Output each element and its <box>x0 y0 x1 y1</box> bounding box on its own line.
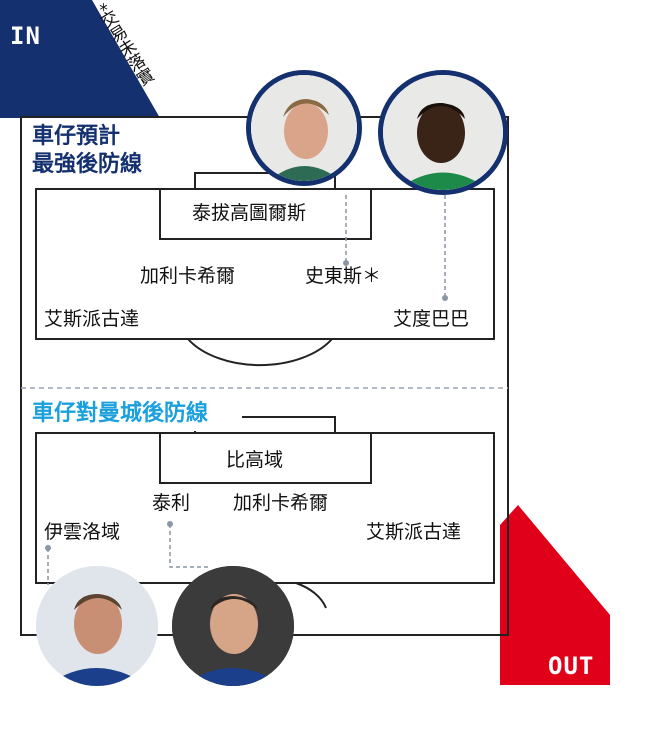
corner-in-triangle <box>0 0 160 118</box>
vs-city-title: 車仔對曼城後防線 <box>32 401 209 426</box>
player-photo-ivanovic-icon <box>36 566 158 686</box>
corner-in-label: IN <box>10 22 41 50</box>
projected-centre-player: 泰拔高圖爾斯 <box>192 202 307 224</box>
corner-out-triangle <box>500 505 610 685</box>
projected-title-line2: 最強後防線 <box>32 152 143 177</box>
projected-right-back: 艾度巴巴 <box>393 308 470 330</box>
vs-city-left-back: 伊雲洛域 <box>44 521 121 543</box>
projected-left-centre-back: 加利卡希爾 <box>140 265 236 287</box>
vs-city-centre-back-right: 加利卡希爾 <box>233 492 329 514</box>
projected-left-back: 艾斯派古達 <box>44 308 140 330</box>
corner-out-label: OUT <box>548 652 595 680</box>
projected-title-line1: 車仔預計 <box>32 124 121 149</box>
vs-city-centre-player: 比高域 <box>226 449 284 471</box>
projected-right-centre-back: 史東斯＊ <box>305 265 382 287</box>
vs-city-centre-back-left: 泰利 <box>152 492 191 514</box>
vs-city-right-back: 艾斯派古達 <box>366 521 462 543</box>
player-photo-terry-icon <box>172 566 294 686</box>
title-backing-bottom <box>22 397 242 431</box>
player-photo-stones-icon <box>246 70 362 186</box>
title-backing-top <box>22 120 194 188</box>
player-photo-baba-icon <box>378 70 508 195</box>
